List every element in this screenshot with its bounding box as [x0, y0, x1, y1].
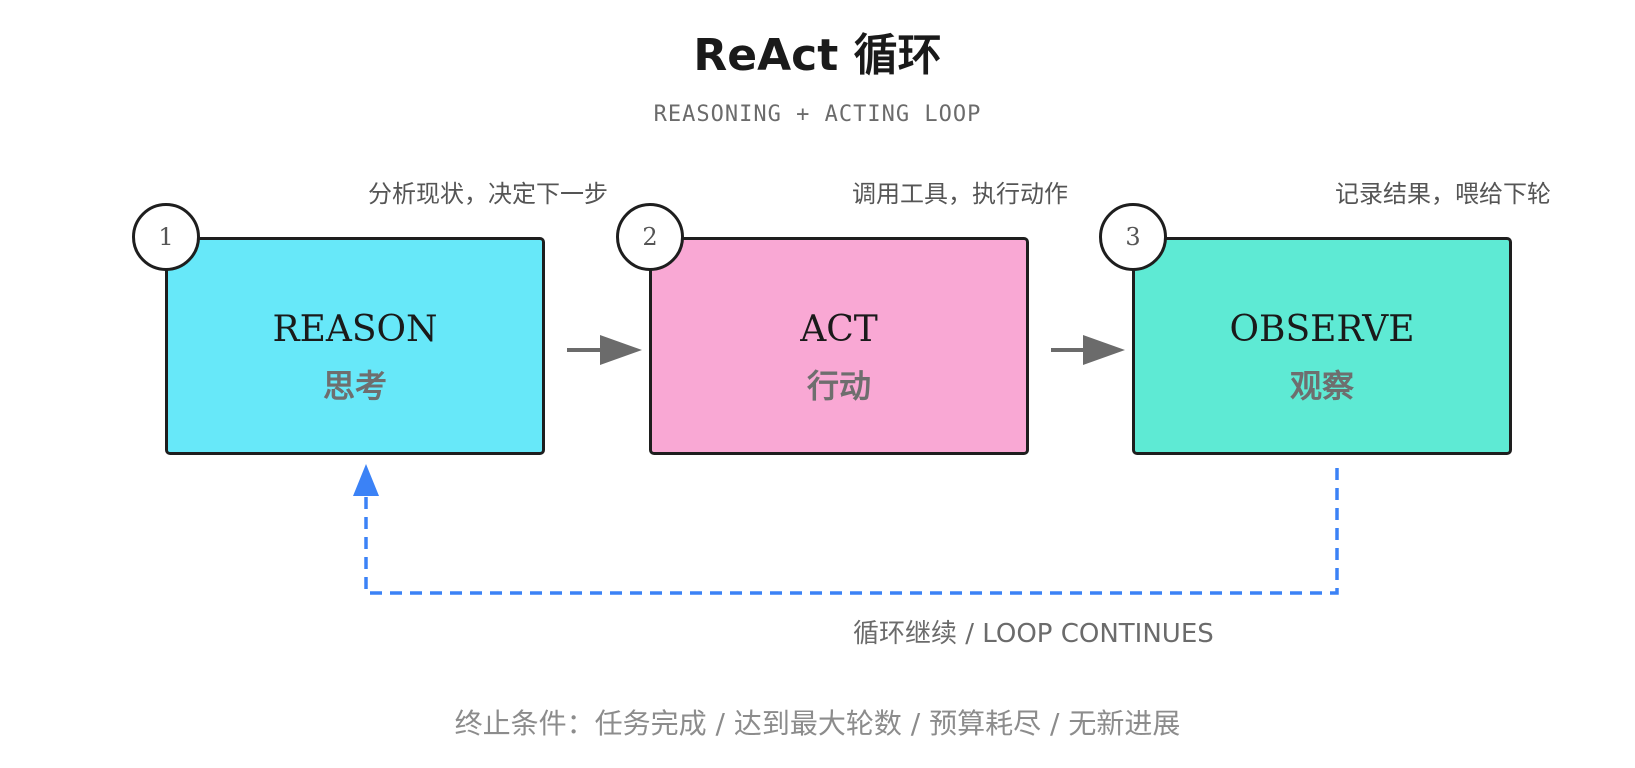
observe-label-zh: 观察	[1289, 367, 1354, 405]
diagram-subtitle: REASONING + ACTING LOOP	[653, 102, 982, 127]
act-box: ACT 行动	[649, 237, 1029, 455]
observe-box: OBSERVE 观察	[1132, 237, 1512, 455]
loop-continues-label: 循环继续 / LOOP CONTINUES	[853, 619, 1214, 649]
act-hint: 调用工具，执行动作	[852, 180, 1068, 208]
observe-label-en: OBSERVE	[1229, 309, 1415, 350]
reason-label-en: REASON	[272, 309, 438, 350]
loop-back-arrow	[353, 464, 1339, 595]
act-label-zh: 行动	[806, 367, 871, 405]
step-badge-2: 2	[616, 203, 684, 271]
diagram-title: ReAct 循环	[693, 30, 942, 81]
act-label-en: ACT	[800, 309, 878, 350]
step-badge-1: 1	[132, 203, 200, 271]
observe-hint: 记录结果，喂给下轮	[1335, 180, 1551, 208]
reason-hint: 分析现状，决定下一步	[368, 180, 608, 208]
reason-label-zh: 思考	[322, 367, 387, 405]
arrow-reason-to-act	[567, 335, 642, 365]
arrow-act-to-observe	[1051, 335, 1125, 365]
reason-box: REASON 思考	[165, 237, 545, 455]
step-badge-3: 3	[1099, 203, 1167, 271]
stop-conditions: 终止条件：任务完成 / 达到最大轮数 / 预算耗尽 / 无新进展	[454, 707, 1181, 740]
